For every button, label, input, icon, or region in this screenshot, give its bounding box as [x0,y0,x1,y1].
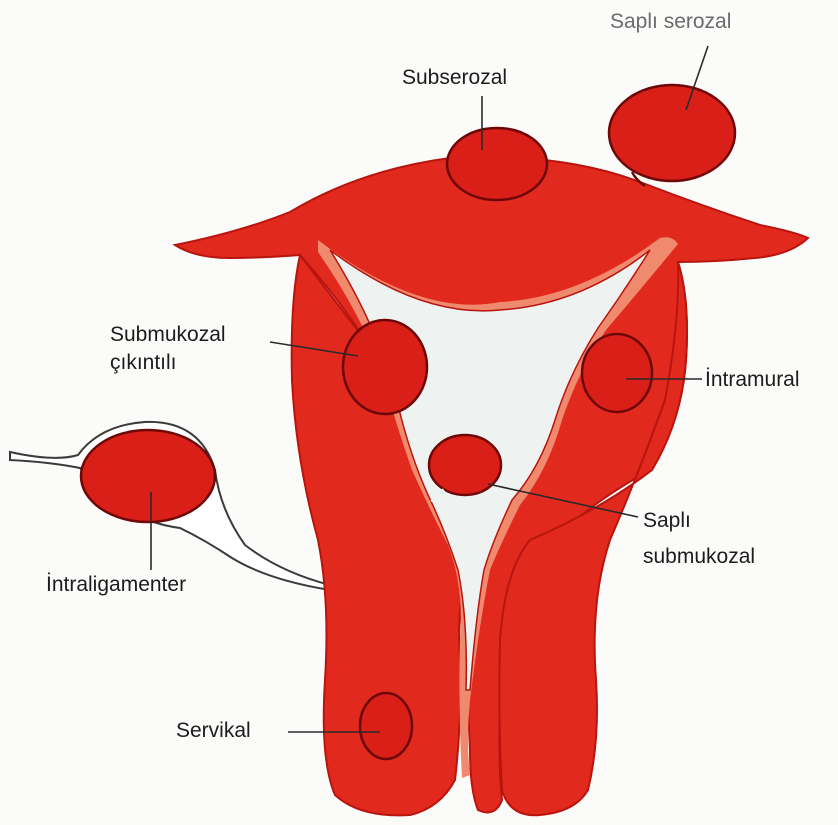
label-subserozal: Subserozal [402,65,507,90]
pedunculated-submucosal-fibroid [429,435,501,495]
label-sapli-submukozal-line2: submukozal [643,544,755,569]
label-servikal: Servikal [176,718,251,743]
intraligamentary-fibroid [81,430,215,522]
subserosal-fibroid [447,128,547,200]
label-submukozal-line1: Submukozal [110,322,226,347]
cervical-fibroid [360,693,412,759]
label-sapli-serozal: Saplı serozal [610,9,731,34]
label-intramural: İntramural [705,367,800,392]
label-submukozal-line2: çıkıntılı [110,350,177,375]
submucosal-protruding-fibroid [343,320,427,414]
intramural-fibroid [582,334,652,412]
label-intraligamenter: İntraligamenter [46,572,186,597]
label-sapli-submukozal-line1: Saplı [643,508,691,533]
pedunculated-subserosal-fibroid [609,85,735,181]
